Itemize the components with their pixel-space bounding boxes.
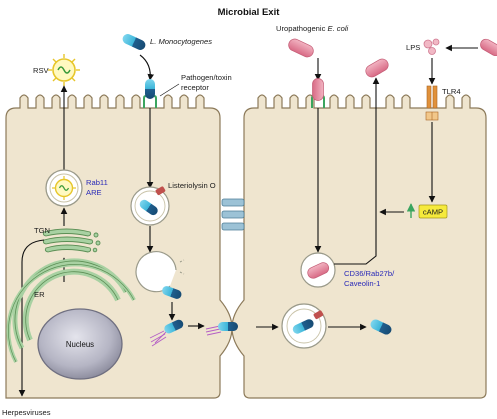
receptor-label-line2: receptor	[181, 83, 209, 92]
tight-junction	[221, 198, 245, 231]
nucleus	[37, 308, 123, 380]
listeriolysin-label: Listeriolysin O	[168, 181, 216, 190]
camp-badge	[418, 204, 448, 219]
tlr4-label: TLR4	[442, 87, 461, 96]
nucleus-label: Nucleus	[66, 340, 94, 349]
ecoli-receptor-icon	[311, 78, 325, 108]
ruptured-vacuole	[135, 251, 185, 299]
upec-label: Uropathogenic E. coli	[276, 24, 349, 33]
listeria-actin-tail-icon	[149, 319, 184, 347]
are-label: ARE	[86, 188, 102, 197]
ecoli-bacterium-icon	[288, 38, 314, 58]
listeria-label: L. Monocytogenes	[150, 37, 212, 46]
endoplasmic-reticulum	[6, 258, 136, 363]
rab11-label: Rab11	[86, 178, 108, 187]
ecoli-exit-arrow	[334, 77, 380, 265]
rsv-label: RSV	[33, 66, 50, 75]
cd36-label-line1: CD36/Rab27b/	[344, 269, 395, 278]
right-cell	[231, 94, 487, 399]
tgn-label: TGN	[34, 226, 50, 235]
listeria-vacuole	[130, 186, 170, 226]
ecoli-exited-bacterium-icon	[365, 58, 389, 78]
lps-label: LPS	[406, 43, 420, 52]
cd36-label-line2: Caveolin-1	[344, 279, 380, 288]
receptor-pointer-line	[159, 83, 180, 97]
herpesvirus-exit-arrow	[18, 239, 45, 397]
receptor-label-line1: Pathogen/toxin	[181, 73, 232, 82]
rsv-virus-icon	[48, 54, 80, 86]
free-listeria-icon	[370, 319, 392, 335]
listeria-to-receptor-arrow	[139, 54, 155, 81]
pathogen-toxin-receptor-icon	[143, 79, 157, 108]
lps-source-ecoli-icon	[480, 38, 497, 57]
lps-icon	[423, 38, 440, 55]
double-membrane-vacuole	[281, 303, 327, 349]
listeria-bacterium-icon	[122, 34, 146, 50]
herpesviruses-label: Herpesviruses	[2, 408, 51, 417]
listeria-protrusion-icon	[205, 322, 238, 336]
tlr4-receptor-icon	[425, 85, 439, 121]
rsv-virus-icon-in-vesicle	[52, 176, 76, 200]
listeriolysin-o-icon	[155, 186, 166, 196]
diagram-title: Microbial Exit	[218, 7, 281, 18]
er-label: ER	[34, 290, 45, 299]
camp-label: cAMP	[423, 208, 443, 217]
tgn-membranes	[42, 228, 101, 253]
ecoli-vesicle	[300, 252, 336, 288]
